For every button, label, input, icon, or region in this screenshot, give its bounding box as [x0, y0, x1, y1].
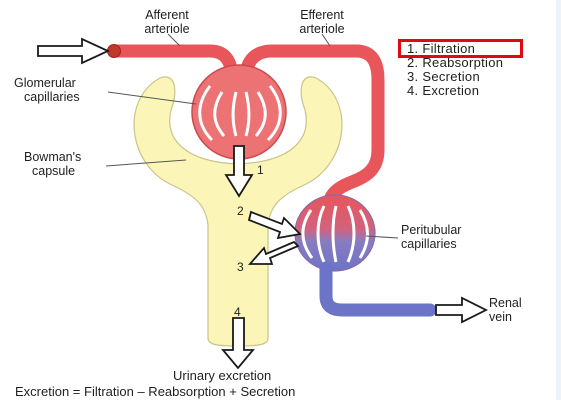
- efferent-line-1: Efferent: [300, 8, 344, 22]
- page-edge: [556, 0, 561, 400]
- bowmans-capsule-shape: [133, 76, 343, 347]
- filtration-highlight-box: [398, 39, 523, 58]
- glomerular-line-2: capillaries: [24, 89, 80, 104]
- peritubular-line-1: Peritubular: [401, 223, 462, 237]
- afferent-arteriole-label: Afferent arteriole: [127, 8, 207, 36]
- glomerulus: [191, 64, 287, 160]
- step-filtration: 1. Filtration: [407, 41, 476, 56]
- arrow-right-icon: [435, 296, 489, 324]
- step-number-4: 4: [234, 305, 241, 319]
- glomerular-capillaries-label: Glomerular capillaries: [14, 76, 80, 104]
- step-excretion: 4. Excretion: [407, 83, 480, 98]
- step-reabsorption: 2. Reabsorption: [407, 55, 504, 70]
- renal-line-2: vein: [489, 309, 512, 324]
- efferent-line-2: arteriole: [299, 21, 345, 36]
- arrow-down-icon: [224, 145, 254, 198]
- peritubular-line-2: capillaries: [401, 236, 457, 251]
- renal-vein-label: Renal vein: [489, 296, 522, 324]
- bowmans-line-2: capsule: [32, 163, 76, 178]
- efferent-arteriole-label: Efferent arteriole: [282, 8, 362, 36]
- step-secretion: 3. Secretion: [407, 69, 480, 84]
- leader-lines: [105, 33, 399, 239]
- bowmans-capsule-label: Bowman's capsule: [24, 150, 82, 178]
- afferent-line-2: arteriole: [144, 21, 190, 36]
- bowmans-line-1: Bowman's: [24, 150, 82, 164]
- step-number-1: 1: [257, 163, 264, 177]
- step-number-2: 2: [237, 204, 244, 218]
- peritubular-loops: [301, 205, 369, 263]
- excretion-equation: Excretion = Filtration – Reabsorption + …: [15, 384, 296, 399]
- urinary-excretion-label: Urinary excretion: [173, 368, 272, 383]
- glomerular-loops: [198, 85, 282, 142]
- afferent-line-1: Afferent: [145, 8, 189, 22]
- glomerular-line-1: Glomerular: [14, 76, 76, 90]
- renal-line-1: Renal: [489, 296, 522, 310]
- arrow-diagonal-icon: [248, 240, 300, 265]
- arrow-diagonal-icon: [247, 210, 302, 240]
- step-number-3: 3: [237, 260, 244, 274]
- efferent-arteriole: [239, 44, 385, 217]
- renal-vein: [319, 261, 437, 317]
- peritubular-capillaries-label: Peritubular capillaries: [401, 223, 462, 251]
- arrow-down-icon: [221, 317, 255, 370]
- arrow-right-icon: [37, 37, 111, 65]
